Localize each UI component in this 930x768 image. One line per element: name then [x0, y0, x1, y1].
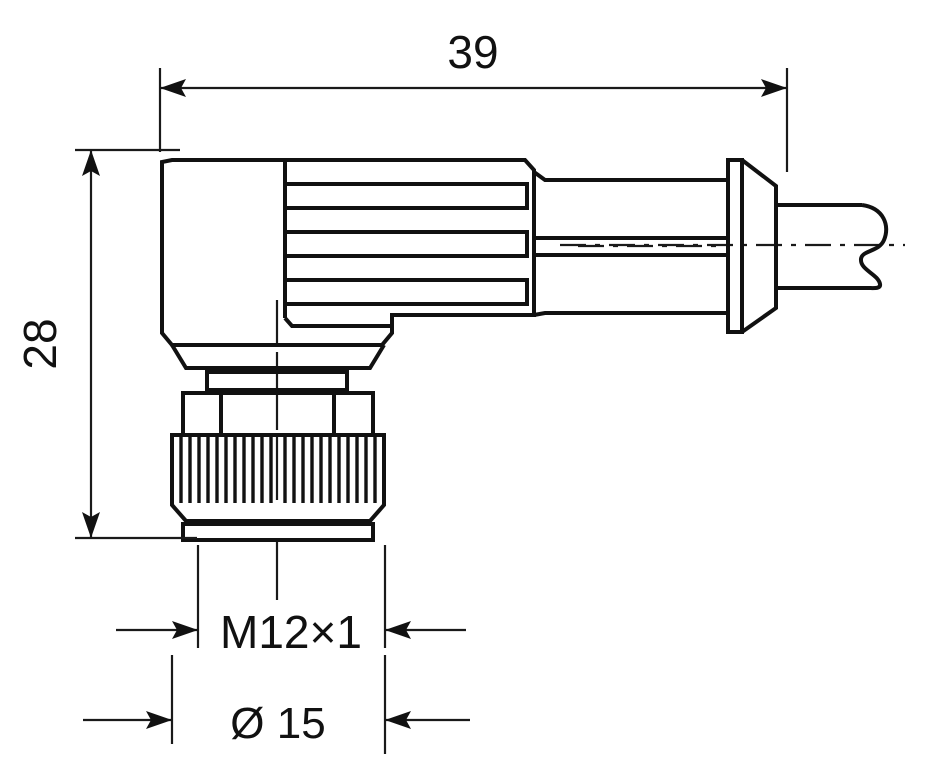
dimension-thread-size: M12×1 — [116, 545, 466, 658]
nut-outline — [170, 433, 386, 523]
collar — [205, 370, 349, 392]
cable — [776, 203, 889, 291]
nut-bottom-collar — [181, 522, 375, 542]
dimension-nut-diameter: Ø 15 — [83, 655, 470, 754]
rib-slot-3 — [283, 278, 529, 306]
dimension-overall-length: 39 — [158, 26, 789, 172]
cooling-ribs — [283, 182, 529, 306]
connector-body — [160, 158, 536, 347]
dim-label-thread-size: M12×1 — [220, 606, 362, 658]
collar-ring — [205, 370, 349, 392]
dim-label-overall-height: 28 — [14, 318, 66, 369]
strain-relief-cone — [740, 158, 778, 334]
sleeve-top-edge — [532, 170, 728, 182]
rib-slot-1 — [283, 182, 529, 210]
sleeve-bottom-edge — [533, 311, 728, 317]
rib-slot-2 — [283, 230, 529, 258]
nut-knurl-ridges — [179, 437, 377, 503]
housing-outline — [160, 158, 536, 347]
strain-relief-flange — [726, 158, 744, 334]
dim-label-nut-diameter: Ø 15 — [230, 699, 325, 748]
dim-label-overall-length: 39 — [447, 26, 498, 78]
housing-inner-step — [283, 316, 392, 328]
knurled-nut — [170, 433, 386, 542]
body-shoulder — [170, 343, 386, 370]
cable-break-symbol — [859, 203, 889, 291]
strain-relief — [726, 158, 778, 334]
cable-sleeve — [532, 170, 728, 317]
dimension-overall-height: 28 — [14, 148, 197, 540]
